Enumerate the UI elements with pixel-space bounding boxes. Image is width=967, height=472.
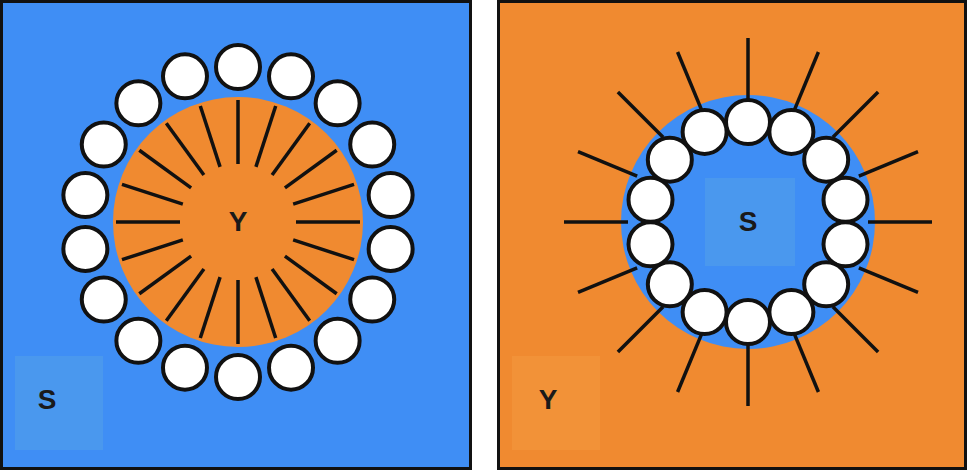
head <box>269 54 313 98</box>
head <box>216 45 260 89</box>
label-patch <box>705 178 795 266</box>
solvent-panel: YS <box>497 0 967 470</box>
solvent-panel: SY <box>0 0 472 470</box>
head <box>216 355 260 399</box>
reverse-micelle <box>497 0 967 470</box>
tail <box>236 280 240 344</box>
head <box>369 227 413 271</box>
tail <box>678 333 702 392</box>
tail <box>859 268 918 292</box>
tail <box>296 220 360 224</box>
head <box>350 278 394 322</box>
tail <box>746 38 750 102</box>
tail <box>578 152 637 176</box>
head <box>629 222 673 266</box>
tail <box>794 333 818 392</box>
head <box>804 138 848 182</box>
core-circle: Y <box>113 97 363 347</box>
head <box>648 262 692 306</box>
label-patch <box>15 356 103 450</box>
head <box>726 300 770 344</box>
tail <box>116 220 180 224</box>
tail <box>678 52 702 111</box>
head <box>350 123 394 167</box>
phase-label: S <box>38 386 57 414</box>
head <box>316 81 360 125</box>
label-patch <box>512 356 600 450</box>
head <box>116 81 160 125</box>
head <box>726 100 770 144</box>
tail <box>564 220 628 224</box>
tail <box>868 220 932 224</box>
head <box>269 346 313 390</box>
head <box>163 346 207 390</box>
head <box>769 290 813 334</box>
head <box>823 222 867 266</box>
head <box>163 54 207 98</box>
tail <box>578 268 637 292</box>
tail <box>236 100 240 164</box>
tail <box>833 92 878 137</box>
phase-label: Y <box>539 386 558 414</box>
head <box>316 319 360 363</box>
head <box>63 173 107 217</box>
tail <box>618 92 663 137</box>
head <box>82 278 126 322</box>
head <box>116 319 160 363</box>
tail <box>618 307 663 352</box>
head <box>63 227 107 271</box>
phase-label: Y <box>229 208 248 236</box>
head <box>629 178 673 222</box>
head <box>683 110 727 154</box>
head <box>369 173 413 217</box>
head <box>823 178 867 222</box>
tail <box>794 52 818 111</box>
tail <box>746 342 750 406</box>
core-circle: S <box>621 95 875 349</box>
head <box>82 123 126 167</box>
tail <box>859 152 918 176</box>
tail <box>833 307 878 352</box>
phase-label: S <box>739 208 758 236</box>
